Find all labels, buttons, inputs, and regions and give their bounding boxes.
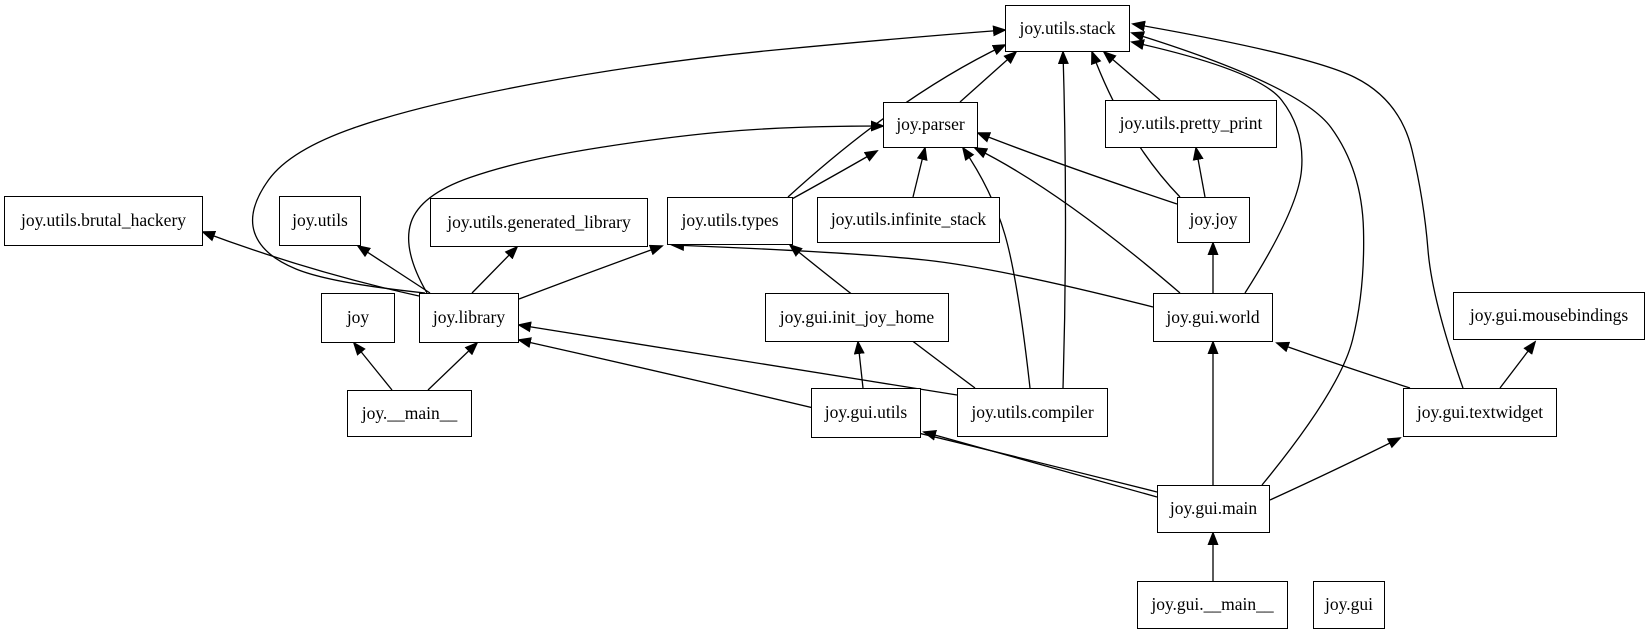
node-label: joy.gui.mousebindings [1469,305,1629,326]
edge-joy-library-to-joy-parser [408,120,885,294]
node-joy-library: joy.library [419,293,519,343]
node-label: joy.joy [1189,209,1238,230]
edge-joy-library-to-joy-utils [356,244,431,294]
edge-joy-library-to-joy-utils-brutal-hackery [201,231,420,297]
node-joy-utils-pretty-print: joy.utils.pretty_print [1105,100,1277,148]
edge-joy-utils-compiler-to-joy-parser [961,146,1031,389]
node-label: joy.utils [292,210,348,231]
node-joy-gui-mousebindings: joy.gui.mousebindings [1453,292,1645,340]
node-label: joy.utils.compiler [971,401,1094,422]
node-joy-joy: joy.joy [1177,197,1250,243]
node-label: joy.gui.main [1169,498,1258,519]
node-joy-utils-generated-library: joy.utils.generated_library [430,198,648,247]
node-joy-utils-brutal-hackery: joy.utils.brutal_hackery [4,196,203,246]
node-label: joy.gui.textwidget [1416,401,1544,422]
edge-joy-gui-main-to-joy-gui-utils [922,429,1158,498]
edge-joy-main-to-joy-library [427,341,479,391]
node-label: joy.gui.utils [824,402,908,423]
node-joy-utils: joy.utils [279,196,361,246]
node-joy-utils-stack: joy.utils.stack [1005,5,1130,52]
edge-joy-gui-utils-to-joy-gui-init-joy-home [853,340,865,389]
node-joy-parser: joy.parser [883,102,978,148]
edge-joy-gui-textwidget-to-joy-gui-mousebindings [1499,340,1537,389]
node-joy-main: joy.__main__ [347,390,472,437]
edge-joy-gui-textwidget-to-joy-utils-stack [1131,20,1464,389]
edge-joy-utils-compiler-to-joy-utils-stack [1057,50,1069,389]
edge-joy-gui-main-to-joy-gui-textwidget [1269,437,1402,501]
node-label: joy.gui.__main__ [1151,594,1274,615]
node-joy-gui-textwidget: joy.gui.textwidget [1403,388,1557,437]
node-label: joy.utils.infinite_stack [830,209,987,230]
edge-joy-gui-world-to-joy-parser [973,147,1181,294]
edge-joy-library-to-joy-utils-stack [251,25,1007,294]
node-joy-utils-compiler: joy.utils.compiler [957,388,1108,437]
node-joy-gui: joy.gui [1313,581,1385,629]
node-label: joy.utils.pretty_print [1119,113,1263,134]
node-label: joy.gui.init_joy_home [779,306,935,327]
edge-joy-utils-compiler-to-joy-library [517,321,958,396]
node-label: joy.utils.stack [1019,17,1116,38]
node-label: joy.utils.brutal_hackery [20,210,187,231]
node-label: joy.parser [896,114,965,135]
edge-joy-library-to-joy-utils-types [518,244,664,300]
edge-joy-joy-to-joy-parser [976,132,1178,205]
edge-joy-gui-textwidget-to-joy-gui-world [1275,341,1411,389]
node-joy-gui-init-joy-home: joy.gui.init_joy_home [765,293,949,342]
node-joy-gui-main: joy.gui.main [1157,485,1270,533]
node-label: joy [346,307,370,328]
edge-joy-gui-main-to-joy-utils-stack [1130,31,1365,486]
edge-joy-joy-to-joy-utils-pretty-print [1192,146,1206,198]
edge-joy-utils-infinite-stack-to-joy-parser [912,146,928,198]
edge-joy-parser-to-joy-utils-stack [959,50,1018,103]
edge-joy-library-to-joy-utils-generated-library [471,245,519,294]
node-joy-gui-utils: joy.gui.utils [811,388,921,438]
edge-joy-gui-world-to-joy-utils-stack [1130,39,1303,294]
node-label: joy.gui.world [1166,306,1260,327]
node-label: joy.library [432,307,506,328]
node-label: joy.utils.types [681,210,779,231]
node-joy-utils-infinite-stack: joy.utils.infinite_stack [817,197,1000,243]
node-joy-utils-types: joy.utils.types [667,197,793,245]
node-joy-gui-world: joy.gui.world [1153,293,1273,342]
node-label: joy.utils.generated_library [447,211,631,232]
node-joy-gui-main: joy.gui.__main__ [1137,581,1288,629]
edge-joy-gui-world-to-joy-utils-types [670,239,1154,308]
edge-joy-utils-pretty-print-to-joy-utils-stack [1102,50,1161,101]
edge-joy-utils-types-to-joy-parser [789,150,879,201]
node-label: joy.__main__ [361,402,458,423]
node-label: joy.gui [1325,594,1373,615]
node-joy: joy [321,293,395,343]
edge-joy-main-to-joy [352,341,393,391]
